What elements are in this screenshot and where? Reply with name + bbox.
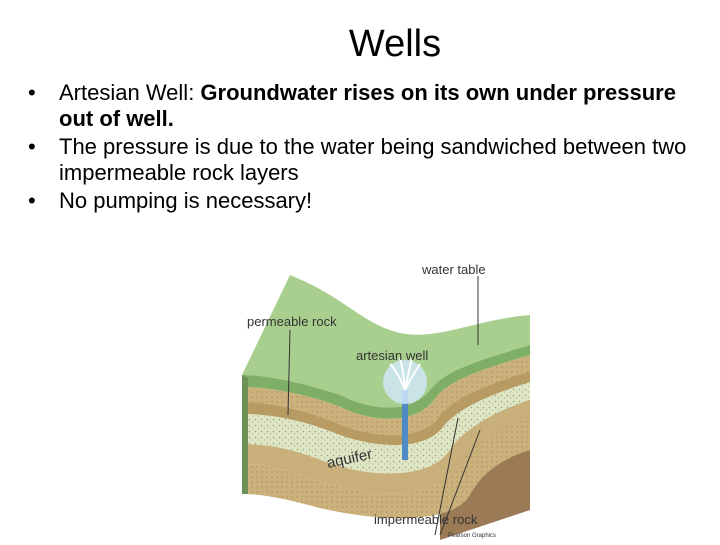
slide-title: Wells bbox=[348, 23, 442, 65]
bullet-item-artesian: • Artesian Well: Groundwater rises on it… bbox=[28, 80, 698, 132]
bullet-bold-text: Groundwater rises on its own under press… bbox=[59, 80, 676, 131]
water-fountain bbox=[383, 357, 427, 404]
credit-label: Pearson Graphics bbox=[448, 533, 496, 539]
bullet-text: Artesian Well: bbox=[59, 80, 201, 105]
bullet-list: • Artesian Well: Groundwater rises on it… bbox=[28, 80, 698, 216]
ground-surface bbox=[242, 275, 530, 408]
aquifer-layer bbox=[242, 382, 530, 474]
bullet-text: No pumping is necessary! bbox=[59, 188, 313, 213]
bullet-item-pressure: • The pressure is due to the water being… bbox=[28, 134, 698, 186]
impermeable-lower-layer bbox=[242, 400, 530, 494]
well-pipe bbox=[402, 390, 408, 460]
leader-lines bbox=[287, 276, 481, 536]
permeable-rock-layer bbox=[242, 355, 530, 435]
bullet-text: The pressure is due to the water being s… bbox=[59, 134, 687, 185]
water-table-label: water table bbox=[421, 262, 486, 277]
lower-ground-layer bbox=[242, 418, 530, 519]
impermeable-rock-label: impermeable rock bbox=[374, 512, 478, 527]
permeable-rock-label: permeable rock bbox=[247, 314, 337, 329]
artesian-well-label: artesian well bbox=[356, 348, 428, 363]
artesian-well-diagram: water table permeable rock artesian well… bbox=[230, 250, 530, 540]
bullet-dot: • bbox=[28, 188, 36, 213]
diagram-svg: water table permeable rock artesian well… bbox=[242, 262, 530, 540]
bullet-item-no-pumping: • No pumping is necessary! bbox=[28, 188, 698, 214]
left-edge bbox=[242, 375, 248, 494]
bullet-dot: • bbox=[28, 134, 36, 159]
bullet-dot: • bbox=[28, 80, 36, 105]
